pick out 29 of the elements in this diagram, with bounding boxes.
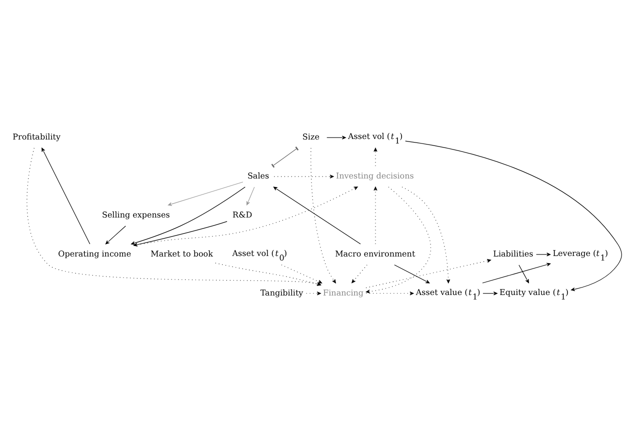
arrow [168, 182, 244, 206]
arrow [402, 186, 450, 284]
arrow [246, 186, 255, 206]
arrow [134, 221, 228, 246]
arrow [326, 136, 346, 140]
arrow [273, 186, 361, 244]
arrow [105, 226, 126, 244]
arrow [310, 148, 336, 284]
arrow [133, 186, 358, 246]
arrow [42, 148, 90, 244]
arrow [352, 264, 368, 284]
arrow [306, 292, 321, 296]
arrow [482, 262, 551, 284]
arrow [394, 264, 430, 284]
arrow [366, 186, 431, 294]
connector [271, 146, 299, 168]
arrow [281, 264, 322, 284]
arrow [518, 264, 529, 284]
arrow [405, 140, 622, 292]
arrow [482, 292, 498, 296]
arrow [374, 148, 378, 166]
arrow [366, 259, 492, 288]
arrow [26, 148, 321, 286]
arrow [374, 186, 378, 244]
arrow [274, 174, 334, 178]
arrow [536, 252, 551, 256]
arrow [131, 186, 246, 245]
arrow [215, 262, 321, 286]
arrow [366, 292, 414, 296]
